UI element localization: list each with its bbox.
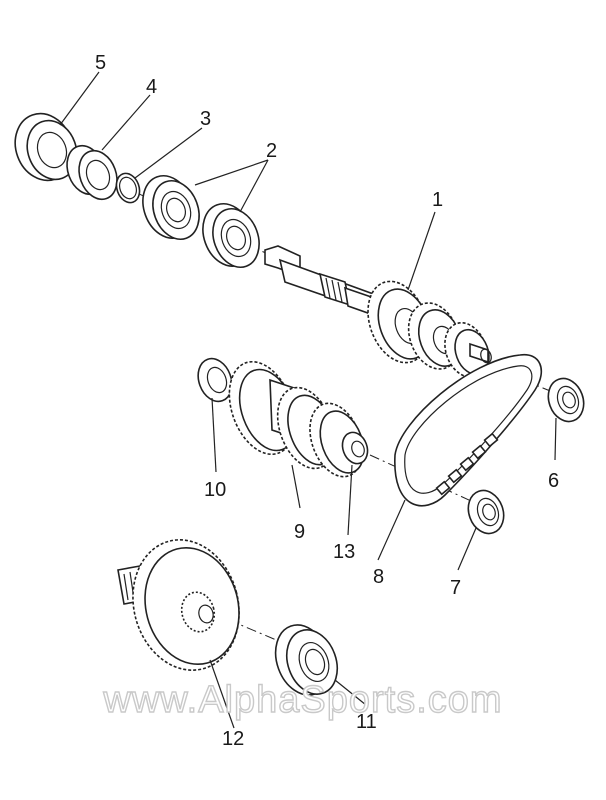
circlip-part-3 (115, 172, 141, 204)
oil-seal-part-5 (14, 112, 78, 182)
output-shaft-part-12 (117, 539, 240, 671)
bearing-part-2a (142, 175, 200, 240)
collar-part-4 (66, 144, 118, 201)
callout-5: 5 (95, 52, 106, 74)
chain-part-8 (394, 354, 543, 507)
callout-12: 12 (222, 728, 244, 750)
main-shaft-part-1 (264, 245, 492, 378)
callout-13: 13 (333, 541, 355, 563)
chain-links (435, 432, 499, 496)
collar-part-13 (341, 431, 369, 465)
bearing-part-10 (197, 357, 233, 403)
main-shaft-gear-small (444, 322, 492, 378)
callout-9: 9 (294, 521, 305, 543)
callout-1: 1 (432, 189, 443, 211)
callout-7: 7 (450, 577, 461, 599)
callout-2: 2 (266, 140, 277, 162)
bearing-part-7 (467, 489, 505, 535)
callout-4: 4 (146, 76, 157, 98)
callout-3: 3 (200, 108, 211, 130)
callout-11: 11 (356, 711, 377, 733)
callout-10: 10 (204, 479, 226, 501)
callout-8: 8 (373, 566, 384, 588)
bearing-part-2b (202, 203, 260, 268)
countershaft-gear-cluster-part-9 (228, 360, 365, 478)
watermark: www.AlphaSports.com (102, 679, 502, 721)
callout-numbers: 1 2 3 4 5 6 7 8 9 10 11 12 13 (95, 52, 559, 750)
bearing-part-6 (547, 377, 585, 423)
bearing-part-11 (274, 624, 339, 696)
leader-lines (59, 71, 557, 729)
callout-6: 6 (548, 470, 559, 492)
